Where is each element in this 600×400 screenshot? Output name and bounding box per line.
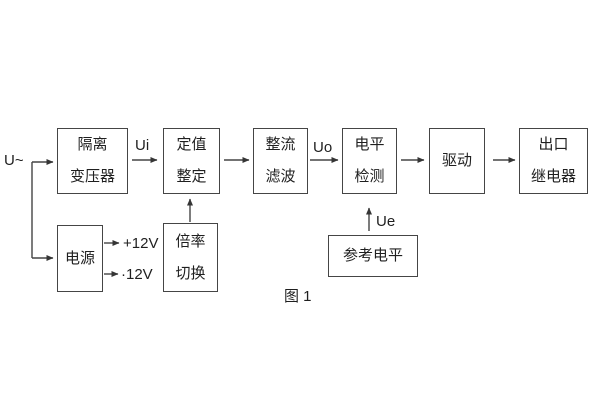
- block-output-relay: 出口 继电器: [519, 128, 588, 194]
- block-reference-level: 参考电平: [328, 235, 418, 277]
- block-isolation-transformer: 隔离 变压器: [57, 128, 128, 194]
- block-label: 滤波: [265, 168, 296, 185]
- block-label: 切换: [175, 264, 206, 282]
- block-drive: 驱动: [429, 128, 485, 194]
- signal-label-plus12v: +12V: [123, 235, 159, 252]
- block-label: 电源: [64, 249, 95, 267]
- block-power-supply: 电源: [57, 225, 103, 292]
- signal-label-ui: Ui: [135, 137, 150, 154]
- block-label: 变压器: [69, 168, 115, 185]
- block-label: 检测: [354, 168, 385, 185]
- block-level-detect: 电平 检测: [342, 128, 397, 194]
- signal-label-input: U~: [4, 152, 24, 169]
- figure-caption: 图 1: [284, 288, 312, 305]
- block-label: 定值: [176, 136, 207, 153]
- block-label: 继电器: [530, 168, 576, 185]
- block-setpoint-adjust: 定值 整定: [163, 128, 220, 194]
- block-label: 隔离: [77, 136, 108, 153]
- signal-label-ue: Ue: [376, 213, 396, 230]
- block-label: 参考电平: [342, 247, 403, 264]
- block-label: 电平: [354, 136, 385, 153]
- block-rectifier-filter: 整流 滤波: [253, 128, 308, 194]
- block-label: 整流: [265, 136, 296, 153]
- block-ratio-switch: 倍率 切换: [163, 223, 218, 292]
- signal-label-minus12v: ·12V: [121, 266, 153, 283]
- block-label: 驱动: [441, 152, 472, 169]
- block-label: 整定: [176, 168, 207, 185]
- block-label: 出口: [538, 136, 569, 153]
- block-label: 倍率: [175, 232, 206, 250]
- signal-label-uo: Uo: [313, 139, 333, 156]
